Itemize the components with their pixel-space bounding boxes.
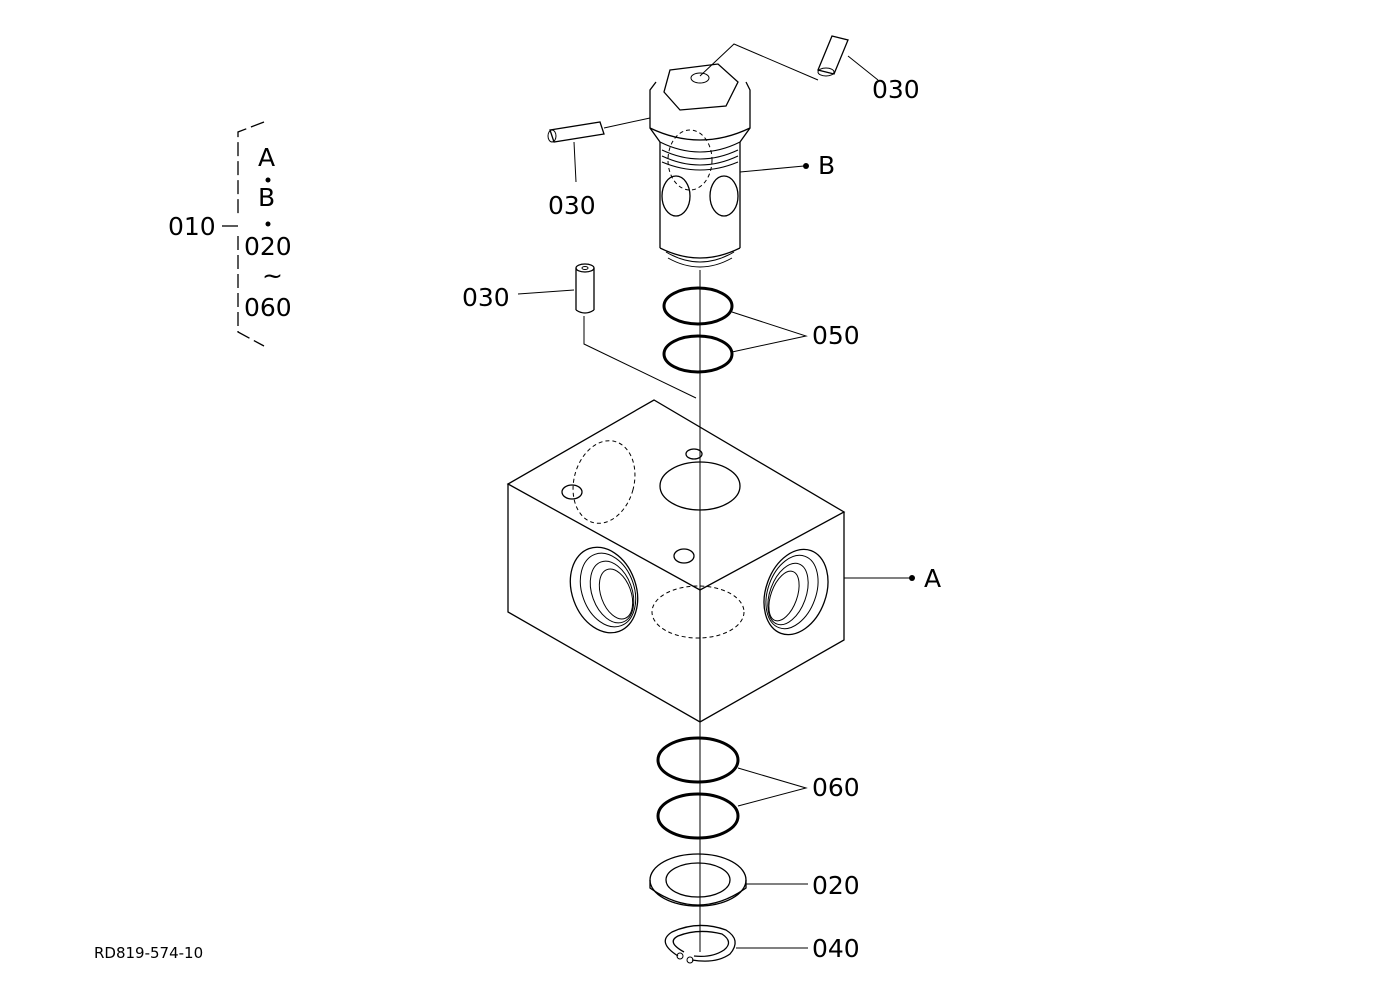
pin-top: 030: [699, 35, 920, 104]
drawing-code: RD819-574-10: [94, 944, 203, 962]
pin-mid: 030: [462, 263, 697, 399]
assembly-item-020: 020: [244, 232, 292, 261]
orings-upper: 050: [662, 286, 860, 374]
callout-snap-ring: 040: [812, 934, 860, 963]
assembly-number: 010: [168, 212, 216, 241]
callout-pin-mid: 030: [462, 283, 510, 312]
assembly-bracket: 010 A B 020 ~ 060: [168, 121, 292, 347]
pin-left: 030: [547, 117, 651, 220]
assembly-item-b: B: [258, 183, 275, 212]
bullet-dot: [265, 221, 271, 227]
orings-lower: 060: [656, 736, 860, 840]
assembly-item-a: A: [258, 143, 275, 172]
callout-orings-lower: 060: [812, 773, 860, 802]
callout-pin-top: 030: [872, 75, 920, 104]
callout-pin-left: 030: [548, 191, 596, 220]
cartridge-valve: [649, 63, 751, 268]
callout-washer: 020: [812, 871, 860, 900]
callout-b-leader: B: [739, 151, 835, 180]
valve-block: [506, 399, 846, 723]
bullet-dot: [265, 177, 271, 183]
callout-a-leader: A: [844, 564, 941, 593]
snap-ring: 040: [664, 924, 860, 964]
washer: 020: [649, 853, 860, 907]
assembly-range-tilde: ~: [262, 261, 283, 290]
assembly-item-060: 060: [244, 293, 292, 322]
callout-orings-upper: 050: [812, 321, 860, 350]
callout-block: A: [924, 564, 941, 593]
callout-cartridge: B: [818, 151, 835, 180]
